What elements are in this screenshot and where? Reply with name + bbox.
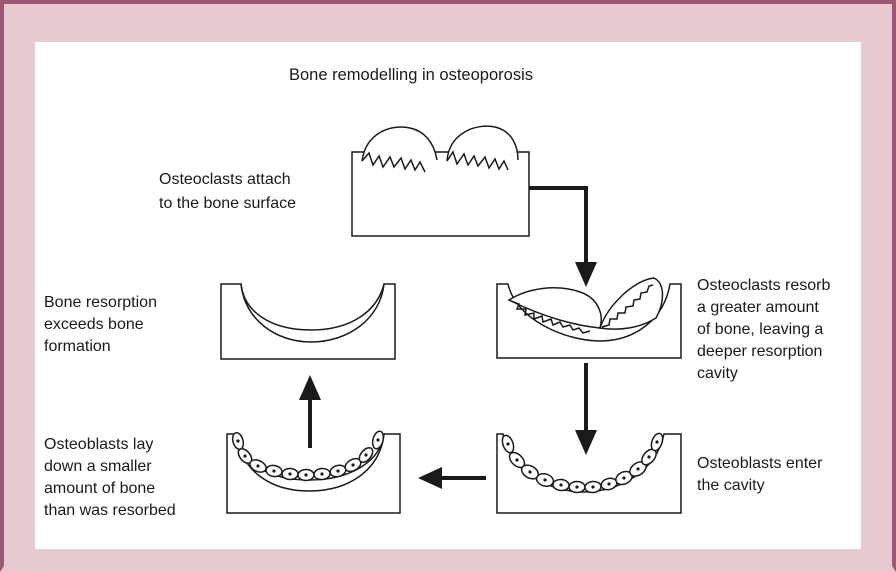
arrow-lay-down-to-exceeds: [299, 375, 321, 448]
step-attach-label: Osteoclasts attach to the bone surface: [159, 171, 296, 212]
step-exceeds-illustration: [221, 284, 395, 359]
step-lay-down-label: Osteoblasts lay down a smaller amount of…: [44, 436, 176, 519]
arrow-resorb-to-enter: [575, 363, 597, 455]
step-resorb-illustration: [497, 278, 681, 358]
diagram-title: Bone remodelling in osteoporosis: [289, 66, 533, 84]
step-exceeds-label: Bone resorption exceeds bone formation: [44, 294, 161, 355]
step-lay-down-illustration: [227, 430, 400, 513]
arrow-enter-to-lay-down: [418, 467, 486, 489]
step-enter-label: Osteoblasts enter the cavity: [697, 455, 827, 494]
arrow-attach-to-resorb: [529, 188, 597, 287]
step-resorb-label: Osteoclasts resorb a greater amount of b…: [697, 277, 835, 382]
step-attach-illustration: [352, 126, 529, 236]
